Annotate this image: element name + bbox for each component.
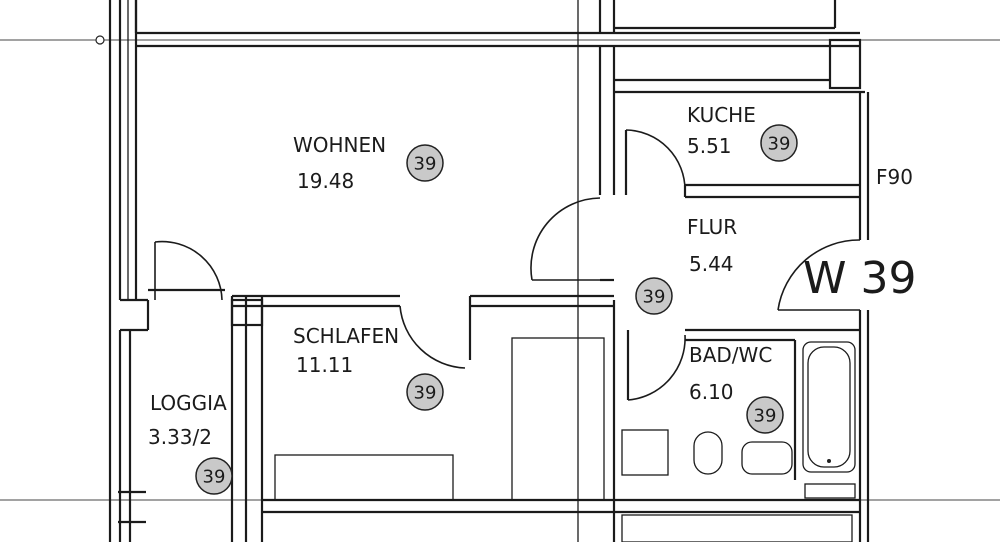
unit-tag: W 39 [803, 253, 916, 304]
loggia-partition [230, 296, 264, 542]
lower-wall [262, 337, 860, 514]
fire-rating-label: F90 [876, 165, 913, 189]
schlafen-door [399, 305, 466, 369]
kuche-badge: 39 [760, 124, 798, 162]
wohnen-door [530, 197, 601, 281]
bad-door [627, 334, 686, 401]
sink [741, 441, 793, 475]
right-exterior-wall [828, 38, 870, 542]
kuche-door [625, 129, 686, 191]
loggia-badge: 39 [195, 457, 233, 495]
entrance-door [777, 239, 861, 311]
bathtub [802, 341, 856, 473]
lower-cabinetry [621, 514, 853, 542]
reference-marker [95, 35, 105, 45]
wohnen-label: WOHNEN [293, 133, 386, 157]
loggia-badge-text: 39 [203, 467, 226, 488]
schlafen-badge-text: 39 [414, 383, 437, 404]
washbasin-cabinet [621, 429, 669, 476]
flur-bad-wall [612, 300, 860, 542]
schlafen-area: 11.11 [296, 353, 353, 377]
wohnen-badge: 39 [406, 144, 444, 182]
flur-badge-text: 39 [643, 287, 666, 308]
loggia-door [154, 240, 223, 301]
kuche-label: KUCHE [687, 103, 756, 127]
flur-label: FLUR [687, 215, 737, 239]
wohnen-badge-text: 39 [414, 154, 437, 175]
kuche-area: 5.51 [687, 134, 732, 158]
schlafen-badge: 39 [406, 373, 444, 411]
bad-label: BAD/WC [689, 343, 772, 367]
upper-wall [134, 0, 860, 48]
bad-badge-text: 39 [754, 406, 777, 427]
flur-area: 5.44 [689, 252, 734, 276]
toilet [693, 431, 723, 475]
bad-area: 6.10 [689, 380, 734, 404]
tub-base [804, 483, 856, 499]
loggia-label: LOGGIA [150, 391, 227, 415]
flur-badge: 39 [635, 277, 673, 315]
kuche-badge-text: 39 [768, 134, 791, 155]
bad-badge: 39 [746, 396, 784, 434]
kuche-flur-wall [624, 130, 860, 199]
wohnen-schlafen-wall [148, 278, 614, 360]
schlafen-label: SCHLAFEN [293, 324, 399, 348]
wohnen-area: 19.48 [297, 169, 354, 193]
left-exterior-wall [108, 0, 150, 542]
partition-wohnen-kuche [598, 46, 865, 195]
loggia-area: 3.33/2 [148, 425, 212, 449]
